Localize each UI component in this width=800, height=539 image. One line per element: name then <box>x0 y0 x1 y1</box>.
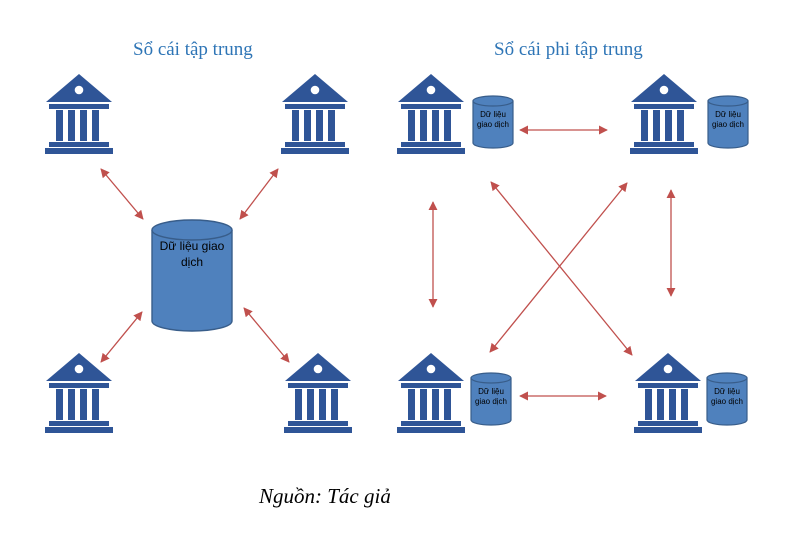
database-icon-node-bottom-left: Dữ liệu giao dịch <box>470 372 512 426</box>
bank-icon-top-right <box>281 74 349 154</box>
central-database-icon: Dữ liệu giao dịch <box>151 219 233 332</box>
central-db-label-line2: dịch <box>181 255 203 269</box>
centralized-ledger-title: Sổ cái tập trung <box>133 39 253 60</box>
arrow-top-left-to-db <box>100 168 144 220</box>
svg-text:Dữ liệu: Dữ liệu <box>714 387 740 396</box>
svg-text:giao dịch: giao dịch <box>711 397 743 406</box>
svg-text:Dữ liệu: Dữ liệu <box>715 110 741 119</box>
database-icon-node-top-left: Dữ liệu giao dịch <box>472 95 514 149</box>
arrow-diagonal-down <box>490 181 633 356</box>
bank-icon-node-top-left <box>397 74 465 154</box>
arrow-bottom-left-to-db <box>100 311 143 363</box>
bank-icon-top-left <box>45 74 113 154</box>
central-db-label-line1: Dữ liệu giao <box>160 239 225 253</box>
decentralized-ledger-title: Sổ cái phi tập trung <box>494 39 643 60</box>
database-icon-node-bottom-right: Dữ liệu giao dịch <box>706 372 748 426</box>
svg-text:giao dịch: giao dịch <box>475 397 507 406</box>
arrow-diagonal-up <box>489 182 628 353</box>
database-icon-node-top-right: Dữ liệu giao dịch <box>707 95 749 149</box>
svg-text:Dữ liệu: Dữ liệu <box>478 387 504 396</box>
svg-text:Dữ liệu: Dữ liệu <box>480 110 506 119</box>
arrow-top-right-to-db <box>239 168 279 220</box>
bank-icon-bottom-right <box>284 353 352 433</box>
source-caption: Nguồn: Tác giả <box>259 484 391 508</box>
svg-text:giao dịch: giao dịch <box>712 120 744 129</box>
bank-icon-node-bottom-right <box>634 353 702 433</box>
arrow-bottom-right-to-db <box>243 307 290 363</box>
bank-icon-node-top-right <box>630 74 698 154</box>
svg-text:giao dịch: giao dịch <box>477 120 509 129</box>
bank-icon-bottom-left <box>45 353 113 433</box>
bank-icon-node-bottom-left <box>397 353 465 433</box>
